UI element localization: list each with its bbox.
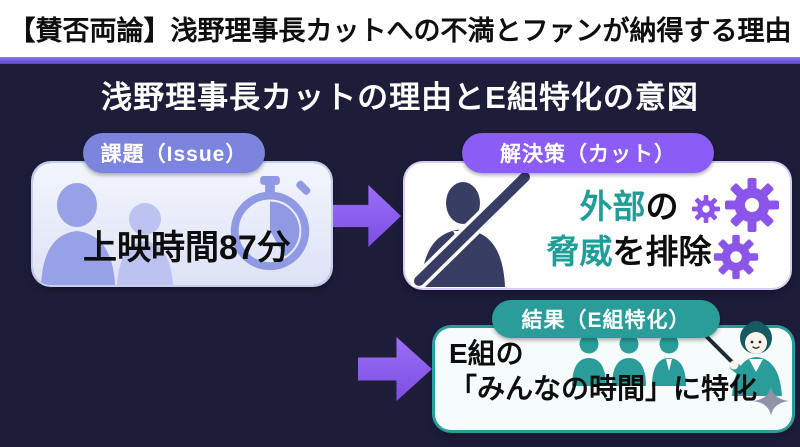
solution-text: 外部の 脅威を排除 — [543, 185, 715, 274]
result-text-line2: 「みんなの時間」に特化 — [449, 373, 758, 404]
arrow-right-icon-2 — [358, 337, 432, 401]
issue-badge: 課題（Issue） — [83, 133, 265, 173]
solution-text-line2: 脅威を排除 — [546, 232, 712, 270]
issue-card-body: 上映時間87分 — [33, 163, 331, 285]
group-icon — [572, 334, 686, 386]
result-text: E組の 「みんなの時間」に特化 — [449, 336, 757, 406]
solution-card-body: 外部の 脅威を排除 — [405, 163, 790, 288]
page-title: 浅野理事長カットの理由とE組特化の意図 — [101, 80, 699, 115]
issue-card: 課題（Issue） — [33, 133, 331, 285]
purple-divider — [0, 57, 800, 64]
result-card: 結果（E組特化） E組の 「みんなの時間」に特化 — [435, 300, 792, 430]
result-badge: 結果（E組特化） — [492, 300, 720, 338]
banner-title: 【賛否両論】浅野理事長カットへの不満とファンが納得する理由 — [8, 16, 792, 46]
issue-text: 上映時間87分 — [83, 229, 291, 267]
top-banner: 【賛否両論】浅野理事長カットへの不満とファンが納得する理由 — [0, 0, 800, 57]
stopwatch-icon — [230, 176, 311, 271]
gears-icon — [692, 178, 779, 280]
no-person-icon — [411, 171, 534, 287]
people-silhouette-icon — [41, 183, 173, 285]
result-card-body: E組の 「みんなの時間」に特化 — [435, 321, 792, 430]
solution-text-line1: 外部の — [579, 188, 679, 225]
sparkle-icon — [753, 386, 789, 416]
solution-card: 解決策（カット） 外部の 脅威を排除 — [405, 133, 790, 288]
arrow-right-icon-1 — [333, 185, 401, 247]
result-text-line1: E組の — [449, 338, 524, 369]
solution-badge: 解決策（カット） — [462, 133, 714, 173]
